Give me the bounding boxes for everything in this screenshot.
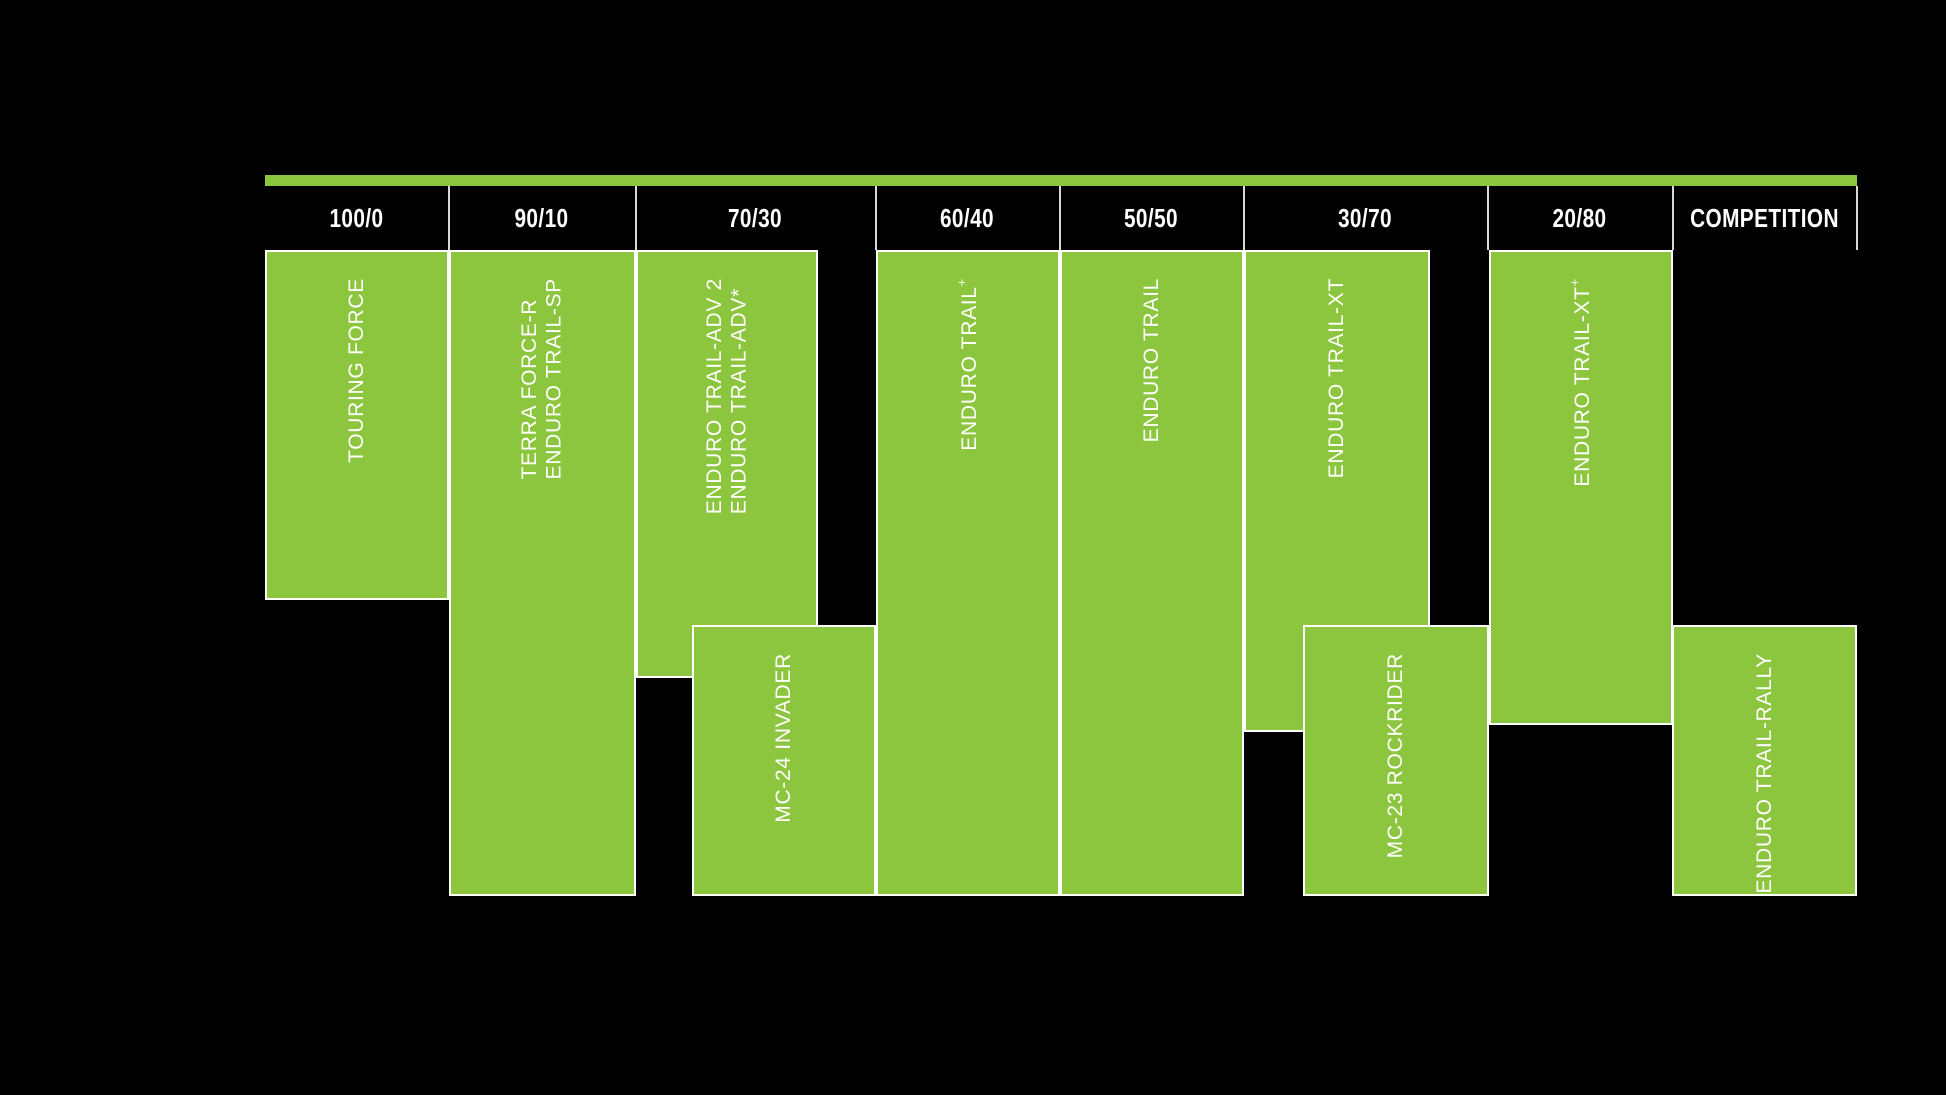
bar-mc-23-rockrider[interactable]: MC-23 ROCKRIDER bbox=[1303, 625, 1489, 896]
header-divider bbox=[1487, 186, 1489, 250]
bar-label-line: TERRA FORCE-R bbox=[518, 298, 542, 480]
bar-label-line: ENDURO TRAIL-SP bbox=[542, 278, 566, 480]
bar-label-wrap: ENDURO TRAIL-XT+ bbox=[1491, 252, 1671, 723]
header-divider bbox=[875, 186, 877, 250]
superscript-plus: + bbox=[1566, 278, 1582, 287]
column-header-20-80: 20/80 bbox=[1552, 202, 1607, 233]
bar-enduro-trail[interactable]: ENDURO TRAIL bbox=[1060, 250, 1244, 896]
column-header-competition: COMPETITION bbox=[1690, 202, 1839, 233]
bar-terra-force-r-enduro-trail-sp[interactable]: TERRA FORCE-R ENDURO TRAIL-SP bbox=[449, 250, 636, 896]
bar-label-line: ENDURO TRAIL-XT+ bbox=[1566, 278, 1594, 487]
column-header-60-40: 60/40 bbox=[939, 202, 995, 233]
bar-enduro-trail-rally[interactable]: ENDURO TRAIL-RALLY bbox=[1672, 625, 1857, 896]
bar-label-wrap: TOURING FORCE bbox=[267, 252, 447, 598]
bar-label-wrap: ENDURO TRAIL+ bbox=[878, 252, 1058, 894]
column-header-90-10: 90/10 bbox=[514, 202, 569, 233]
header-divider bbox=[1243, 186, 1245, 250]
column-header-70-30: 70/30 bbox=[727, 202, 783, 233]
column-header-50-50: 50/50 bbox=[1123, 202, 1179, 233]
bar-touring-force[interactable]: TOURING FORCE bbox=[265, 250, 449, 600]
bar-label-line: ENDURO TRAIL-ADV 2 bbox=[702, 278, 726, 515]
bar-label-line: MC-24 INVADER bbox=[772, 653, 796, 823]
header-divider bbox=[1856, 186, 1858, 250]
bar-label-line: ENDURO TRAIL-RALLY bbox=[1752, 653, 1776, 894]
top-axis-rule bbox=[265, 175, 1857, 186]
bar-enduro-trail-xt-plus[interactable]: ENDURO TRAIL-XT+ bbox=[1489, 250, 1673, 725]
column-header-100-0: 100/0 bbox=[329, 202, 384, 233]
bar-label-line: ENDURO TRAIL+ bbox=[953, 278, 981, 451]
bar-label-line: ENDURO TRAIL-ADV* bbox=[727, 288, 750, 515]
column-header-band: 100/0 90/10 70/30 60/40 50/50 30/70 20/8… bbox=[265, 186, 1858, 250]
header-divider bbox=[1059, 186, 1061, 250]
bar-label-wrap: MC-23 ROCKRIDER bbox=[1305, 627, 1487, 894]
header-divider bbox=[635, 186, 637, 250]
bar-label-wrap: ENDURO TRAIL-RALLY bbox=[1674, 627, 1855, 894]
superscript-plus: + bbox=[953, 278, 969, 287]
bar-label-wrap: ENDURO TRAIL-ADV 2 ENDURO TRAIL-ADV* bbox=[638, 252, 816, 676]
bar-enduro-trail-adv[interactable]: ENDURO TRAIL-ADV 2 ENDURO TRAIL-ADV* bbox=[636, 250, 818, 678]
bar-label-wrap: MC-24 INVADER bbox=[694, 627, 874, 894]
bar-enduro-trail-plus[interactable]: ENDURO TRAIL+ bbox=[876, 250, 1060, 896]
bar-label-line: ENDURO TRAIL-XT bbox=[1325, 278, 1349, 479]
column-header-30-70: 30/70 bbox=[1337, 202, 1393, 233]
bar-label-line: TOURING FORCE bbox=[345, 278, 369, 463]
bar-label-line: ENDURO TRAIL bbox=[1140, 278, 1164, 443]
bar-mc-24-invader[interactable]: MC-24 INVADER bbox=[692, 625, 876, 896]
bar-label-wrap: ENDURO TRAIL bbox=[1062, 252, 1242, 894]
bar-label-line: MC-23 ROCKRIDER bbox=[1384, 653, 1408, 859]
header-divider bbox=[1672, 186, 1674, 250]
header-divider bbox=[448, 186, 450, 250]
bar-label-wrap: TERRA FORCE-R ENDURO TRAIL-SP bbox=[451, 252, 634, 894]
